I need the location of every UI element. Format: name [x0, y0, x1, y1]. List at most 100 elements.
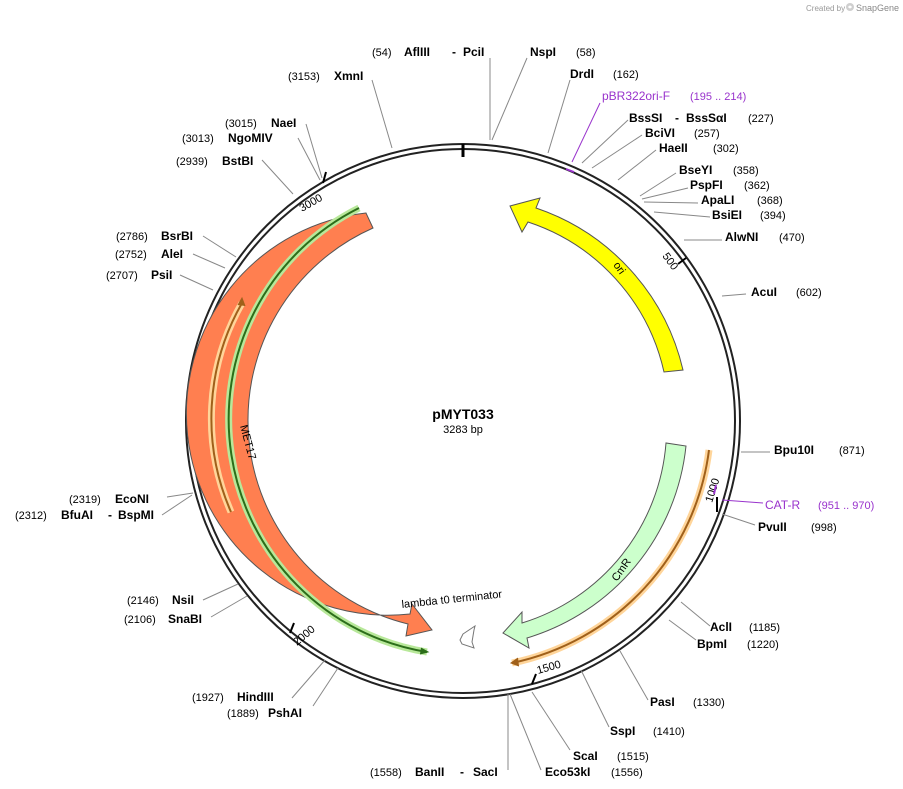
site-xmnI[interactable]: (3153) XmnI — [288, 69, 363, 83]
svg-text:PasI: PasI — [650, 695, 675, 709]
site-pvuII[interactable]: PvuII (998) — [758, 520, 837, 534]
svg-text:(998): (998) — [811, 522, 837, 534]
site-leader-lines — [161, 57, 770, 771]
site-aclI[interactable]: AclI (1185) — [710, 620, 780, 634]
site-ngoMIV[interactable]: (3013) NgoMIV — [182, 131, 273, 145]
site-banII-sacI[interactable]: (1558) BanII - SacI — [370, 765, 498, 779]
site-bpmI[interactable]: BpmI (1220) — [697, 637, 779, 651]
site-bpu10I[interactable]: Bpu10I (871) — [774, 443, 865, 457]
svg-text:(362): (362) — [744, 180, 770, 192]
svg-text:DrdI: DrdI — [570, 67, 594, 81]
feature-label-ori: ori — [611, 260, 628, 277]
svg-text:-: - — [675, 111, 679, 125]
svg-text:ApaLI: ApaLI — [701, 193, 734, 207]
svg-text:-: - — [460, 765, 464, 779]
svg-text:PshAI: PshAI — [268, 706, 302, 720]
svg-text:(1410): (1410) — [653, 726, 685, 738]
svg-text:(470): (470) — [779, 232, 805, 244]
site-bciVI[interactable]: BciVI (257) — [645, 126, 720, 140]
svg-text:EcoNI: EcoNI — [115, 492, 149, 506]
site-eco53kI[interactable]: Eco53kI (1556) — [545, 765, 643, 779]
plasmid-length: 3283 bp — [443, 424, 483, 436]
svg-text:(2707): (2707) — [106, 270, 138, 282]
site-bstBI[interactable]: (2939) BstBI — [176, 154, 253, 168]
site-bsrBI[interactable]: (2786) BsrBI — [116, 229, 193, 243]
svg-text:SacI: SacI — [473, 765, 498, 779]
svg-text:Eco53kI: Eco53kI — [545, 765, 590, 779]
svg-text:BfuAI: BfuAI — [61, 508, 93, 522]
tick-mark-2000 — [289, 622, 295, 634]
svg-text:(58): (58) — [576, 47, 596, 59]
svg-text:(162): (162) — [613, 69, 639, 81]
svg-text:(3015): (3015) — [225, 118, 257, 130]
svg-text:BpmI: BpmI — [697, 637, 727, 651]
svg-text:(368): (368) — [757, 195, 783, 207]
svg-text:(2146): (2146) — [127, 595, 159, 607]
svg-text:(3153): (3153) — [288, 71, 320, 83]
svg-text:NaeI: NaeI — [271, 116, 296, 130]
site-hindIII[interactable]: (1927) HindIII — [192, 690, 274, 704]
svg-text:(1220): (1220) — [747, 639, 779, 651]
site-haeII[interactable]: HaeII (302) — [659, 141, 739, 155]
site-ecoNI[interactable]: (2319) EcoNI — [69, 492, 149, 506]
site-pasI[interactable]: PasI (1330) — [650, 695, 725, 709]
primer-name-cat-r: CAT-R — [765, 498, 800, 512]
svg-text:BanII: BanII — [415, 765, 444, 779]
tick-mark-3000 — [322, 171, 327, 184]
svg-text:BssSI: BssSI — [629, 111, 662, 125]
site-bssSI-bssSaI[interactable]: BssSI - BssSαI (227) — [629, 111, 774, 125]
svg-text:(2939): (2939) — [176, 156, 208, 168]
svg-text:(2312): (2312) — [15, 510, 47, 522]
site-drdI[interactable]: DrdI (162) — [570, 67, 639, 81]
site-nspI[interactable]: NspI (58) — [530, 45, 596, 59]
svg-text:(1556): (1556) — [611, 767, 643, 779]
site-aflIII-pciI[interactable]: (54) AflIII - PciI — [372, 45, 484, 59]
svg-text:(1330): (1330) — [693, 697, 725, 709]
site-pspFI[interactable]: PspFI (362) — [690, 178, 770, 192]
svg-text:NspI: NspI — [530, 45, 556, 59]
credit-prefix: Created by — [806, 4, 845, 13]
site-naeI[interactable]: (3015) NaeI — [225, 116, 296, 130]
site-acuI[interactable]: AcuI (602) — [751, 285, 822, 299]
svg-text:(302): (302) — [713, 143, 739, 155]
primer-name-pbr322ori-f: pBR322ori-F — [602, 89, 670, 103]
primer-pos-cat-r: (951 .. 970) — [818, 500, 874, 512]
svg-text:PvuII: PvuII — [758, 520, 787, 534]
tick-label-2000: 2000 — [291, 623, 317, 648]
svg-text:BsiEI: BsiEI — [712, 208, 742, 222]
site-sspI[interactable]: SspI (1410) — [610, 724, 685, 738]
svg-text:BstBI: BstBI — [222, 154, 253, 168]
svg-text:(871): (871) — [839, 445, 865, 457]
site-alwNI[interactable]: AlwNI (470) — [725, 230, 805, 244]
credit-brand: SnapGene — [856, 3, 899, 13]
site-scaI[interactable]: ScaI (1515) — [573, 749, 649, 763]
feature-met17[interactable]: MET17 — [185, 212, 433, 637]
svg-text:HaeII: HaeII — [659, 141, 688, 155]
site-bseYI[interactable]: BseYI (358) — [679, 163, 759, 177]
feature-label-terminator: lambda t0 terminator — [401, 588, 503, 611]
site-snaBI[interactable]: (2106) SnaBI — [124, 612, 202, 626]
svg-text:AleI: AleI — [161, 247, 183, 261]
site-bsiEI[interactable]: BsiEI (394) — [712, 208, 786, 222]
site-psiI[interactable]: (2707) PsiI — [106, 268, 172, 282]
site-bfuAI-bspMI[interactable]: (2312) BfuAI - BspMI — [15, 508, 154, 522]
feature-cmr[interactable]: CmR — [502, 442, 687, 649]
primer-cat-r[interactable]: CAT-R (951 .. 970) — [713, 484, 874, 512]
site-nsiI[interactable]: (2146) NsiI — [127, 593, 194, 607]
svg-text:BspMI: BspMI — [118, 508, 154, 522]
svg-text:BciVI: BciVI — [645, 126, 675, 140]
feature-ori[interactable]: ori — [509, 197, 684, 373]
svg-text:HindIII: HindIII — [237, 690, 274, 704]
svg-text:ScaI: ScaI — [573, 749, 598, 763]
svg-text:(54): (54) — [372, 47, 392, 59]
restriction-sites: (54) AflIII - PciI NspI (58) DrdI (162) … — [15, 45, 865, 779]
site-aleI[interactable]: (2752) AleI — [115, 247, 183, 261]
site-apaLI[interactable]: ApaLI (368) — [701, 193, 783, 207]
snapgene-logo-icon — [846, 3, 854, 11]
tick-label-1500: 1500 — [536, 659, 563, 677]
svg-text:Bpu10I: Bpu10I — [774, 443, 814, 457]
primer-pbr322ori-f[interactable]: pBR322ori-F (195 .. 214) — [565, 89, 746, 173]
site-pshAI[interactable]: (1889) PshAI — [227, 706, 302, 720]
svg-text:(2752): (2752) — [115, 249, 147, 261]
svg-text:-: - — [108, 508, 112, 522]
